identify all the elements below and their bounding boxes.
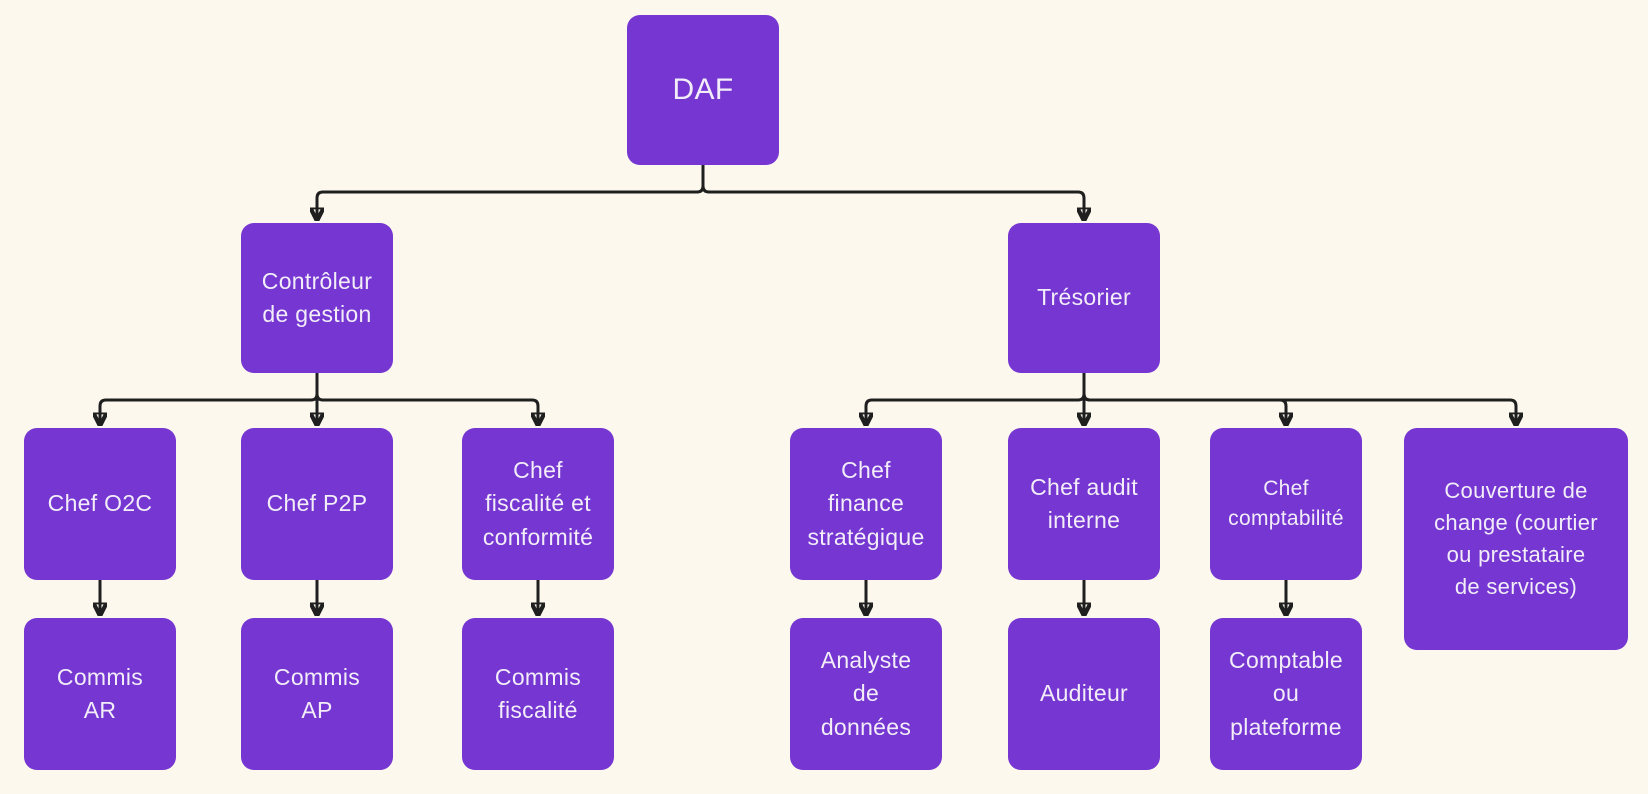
node-chef-fiscalite-et-conformite[interactable]: Chef fiscalité et conformité: [462, 428, 614, 580]
node-tresorier[interactable]: Trésorier: [1008, 223, 1160, 373]
node-commis-fiscalite[interactable]: Commis fiscalité: [462, 618, 614, 770]
node-chef-comptabilite[interactable]: Chef comptabilité: [1210, 428, 1362, 580]
node-chef-audit-interne[interactable]: Chef audit interne: [1008, 428, 1160, 580]
node-commis-ar[interactable]: Commis AR: [24, 618, 176, 770]
node-controleur-de-gestion[interactable]: Contrôleur de gestion: [241, 223, 393, 373]
edge-tresorier-couverture: [1082, 373, 1516, 424]
edge-tresorier-chef-finance: [866, 373, 1086, 424]
node-auditeur[interactable]: Auditeur: [1008, 618, 1160, 770]
node-comptable-ou-plateforme[interactable]: Comptable ou plateforme: [1210, 618, 1362, 770]
node-chef-finance-strategique[interactable]: Chef finance stratégique: [790, 428, 942, 580]
edge-controleur-chef-fiscalite: [315, 373, 538, 424]
node-daf[interactable]: DAF: [627, 15, 779, 165]
node-analyste-de-donnees[interactable]: Analyste de données: [790, 618, 942, 770]
edge-daf-controleur: [317, 165, 705, 219]
node-chef-p2p[interactable]: Chef P2P: [241, 428, 393, 580]
node-commis-ap[interactable]: Commis AP: [241, 618, 393, 770]
edge-daf-tresorier: [701, 165, 1084, 219]
node-couverture-de-change[interactable]: Couverture de change (courtier ou presta…: [1404, 428, 1628, 650]
edge-controleur-chef-o2c: [100, 373, 319, 424]
node-chef-o2c[interactable]: Chef O2C: [24, 428, 176, 580]
